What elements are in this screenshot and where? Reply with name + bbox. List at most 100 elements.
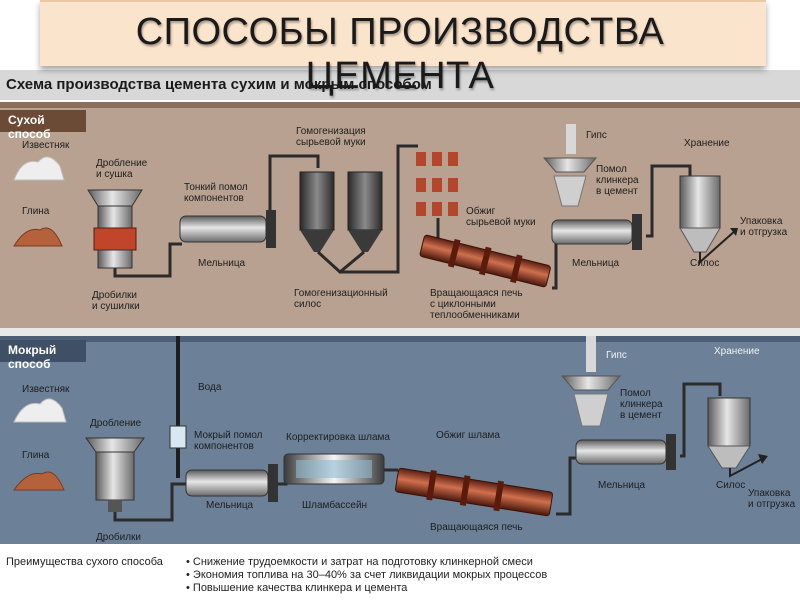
dry-homog-silo-line1: Гомогенизационный <box>294 288 388 299</box>
dry-homogenization-label: Гомогенизация сырьевой муки <box>296 126 366 148</box>
dry-homog-silo-line2: силос <box>294 299 322 310</box>
dry-clinker-grind-line1: Помол <box>596 164 627 175</box>
scheme-header <box>0 70 800 100</box>
wet-grind-line1: Мокрый помол <box>194 430 263 441</box>
wet-raw-mill <box>185 464 278 502</box>
wet-clinker-grind-line1: Помол <box>620 388 651 399</box>
dry-firing-line2: сырьевой муки <box>466 217 536 228</box>
wet-cement-silo <box>707 397 751 469</box>
dry-silo-label: Силос <box>690 258 720 269</box>
dry-mill-label: Мельница <box>198 258 246 269</box>
dry-flow-line <box>646 164 692 238</box>
dry-kiln-line2: с циклонными <box>430 299 496 310</box>
dry-crusher <box>87 189 143 269</box>
wet-crushing-label: Дробление <box>90 418 142 429</box>
dry-clinker-grind-label: Помол клинкера в цемент <box>596 164 639 197</box>
dry-kiln-label: Вращающаяся печь с циклонными теплообмен… <box>430 288 523 321</box>
dry-firing-label: Обжиг сырьевой муки <box>466 206 536 228</box>
wet-silo-label: Силос <box>716 480 746 491</box>
slide-title-line2: ЦЕМЕНТА <box>305 55 495 97</box>
dry-clay-label: Глина <box>22 206 50 217</box>
dry-shipment-arrow <box>699 229 737 265</box>
dry-process-panel <box>0 102 800 328</box>
wet-grind-label: Мокрый помол компонентов <box>194 430 263 452</box>
wet-gypsum-hopper <box>560 336 622 427</box>
wet-flow-line <box>556 456 580 516</box>
wet-kiln-label: Вращающаяся печь <box>430 522 523 533</box>
dry-packing-line1: Упаковка <box>740 216 783 227</box>
slurry-basin-label: Шламбассейн <box>302 500 368 511</box>
dry-raw-mill <box>179 210 276 248</box>
dry-section-tab: Сухой способ <box>0 110 86 141</box>
water-tank <box>169 425 187 449</box>
advantages-title: Преимущества сухого способа <box>6 556 163 568</box>
dry-clinker-grind-line2: клинкера <box>596 175 639 186</box>
dry-packing-label: Упаковка и отгрузка <box>740 216 787 238</box>
dry-flow-line <box>113 242 182 278</box>
water-label: Вода <box>198 382 222 393</box>
dry-kiln-line1: Вращающаяся печь <box>430 288 523 299</box>
dry-rotary-kiln <box>419 234 551 288</box>
wet-clinker-grind-line3: в цемент <box>620 410 662 421</box>
dry-limestone-pile <box>13 156 65 181</box>
dry-panel-strip <box>0 102 800 108</box>
slurry-basin <box>283 453 385 485</box>
dry-kiln-line3: теплообменниками <box>430 310 520 321</box>
dry-homog-silos <box>299 171 383 274</box>
slide-title-line1: СПОСОБЫ ПРОИЗВОДСТВА <box>135 11 665 53</box>
slurry-firing-label: Обжиг шлама <box>436 430 500 441</box>
advantage-item: • Повышение качества клинкера и цемента <box>186 582 408 594</box>
wet-clay-pile <box>13 471 65 491</box>
slurry-correction-label: Корректировка шлама <box>286 432 390 443</box>
dry-flow-line <box>552 236 558 290</box>
wet-storage-label: Хранение <box>714 346 760 357</box>
dry-homogenization-line2: сырьевой муки <box>296 137 366 148</box>
wet-limestone-label: Известняк <box>22 384 70 395</box>
wet-limestone-pile <box>13 398 67 423</box>
dry-flow-line <box>340 144 418 274</box>
advantage-item: • Снижение трудоемкости и затрат на подг… <box>186 556 533 568</box>
advantages-footer <box>0 548 800 600</box>
wet-mill-label: Мельница <box>206 500 254 511</box>
wet-panel-strip <box>0 336 800 342</box>
dry-cement-mill <box>551 214 642 250</box>
dry-equipment <box>13 124 738 290</box>
wet-clay-label: Глина <box>22 450 50 461</box>
dry-fine-grind-line2: компонентов <box>184 193 244 204</box>
dry-crusher-dryers-line1: Дробилки <box>92 290 138 301</box>
wet-section-tab: Мокрый способ <box>0 340 86 371</box>
wet-packing-line1: Упаковка <box>748 488 791 499</box>
dry-crush-dry-line2: и сушка <box>96 169 133 180</box>
dry-clay-pile <box>13 227 63 247</box>
wet-shipment-arrow <box>729 457 765 478</box>
dry-firing-line1: Обжиг <box>466 206 496 217</box>
wet-rotary-kiln <box>395 467 553 517</box>
advantage-item: • Экономия топлива на 30–40% за счет лик… <box>186 569 548 581</box>
dry-fine-grind-label: Тонкий помол компонентов <box>184 182 248 204</box>
dry-homogenization-line1: Гомогенизация <box>296 126 366 137</box>
wet-cement-mill <box>575 434 676 470</box>
slide-title: СПОСОБЫ ПРОИЗВОДСТВА ЦЕМЕНТА <box>0 10 800 98</box>
dry-cyclones <box>416 152 458 216</box>
process-scheme-drawing <box>13 124 768 522</box>
wet-flow-line <box>680 382 722 458</box>
dry-crush-dry-label: Дробление и сушка <box>96 158 147 180</box>
dry-cement-silo <box>679 175 721 253</box>
dry-storage-label: Хранение <box>684 138 730 149</box>
wet-crushers-label: Дробилки <box>96 532 142 543</box>
wet-clinker-grind-label: Помол клинкера в цемент <box>620 388 663 421</box>
panel-divider <box>0 328 800 336</box>
wet-grind-line2: компонентов <box>194 441 254 452</box>
dry-clinker-grind-line3: в цемент <box>596 186 638 197</box>
dry-homog-silo-label: Гомогенизационный силос <box>294 288 388 310</box>
wet-packing-label: Упаковка и отгрузка <box>748 488 795 510</box>
wet-gypsum-label: Гипс <box>606 350 627 361</box>
dry-crush-dry-line1: Дробление <box>96 158 148 169</box>
dry-crusher-dryers-line2: и сушилки <box>92 301 140 312</box>
dry-mill2-label: Мельница <box>572 258 620 269</box>
wet-packing-line2: и отгрузка <box>748 499 796 510</box>
dry-gypsum-hopper <box>542 124 598 207</box>
dry-crusher-dryers-label: Дробилки и сушилки <box>92 290 140 312</box>
wet-equipment <box>13 336 768 522</box>
scheme-title: Схема производства цемента сухим и мокры… <box>6 76 432 93</box>
